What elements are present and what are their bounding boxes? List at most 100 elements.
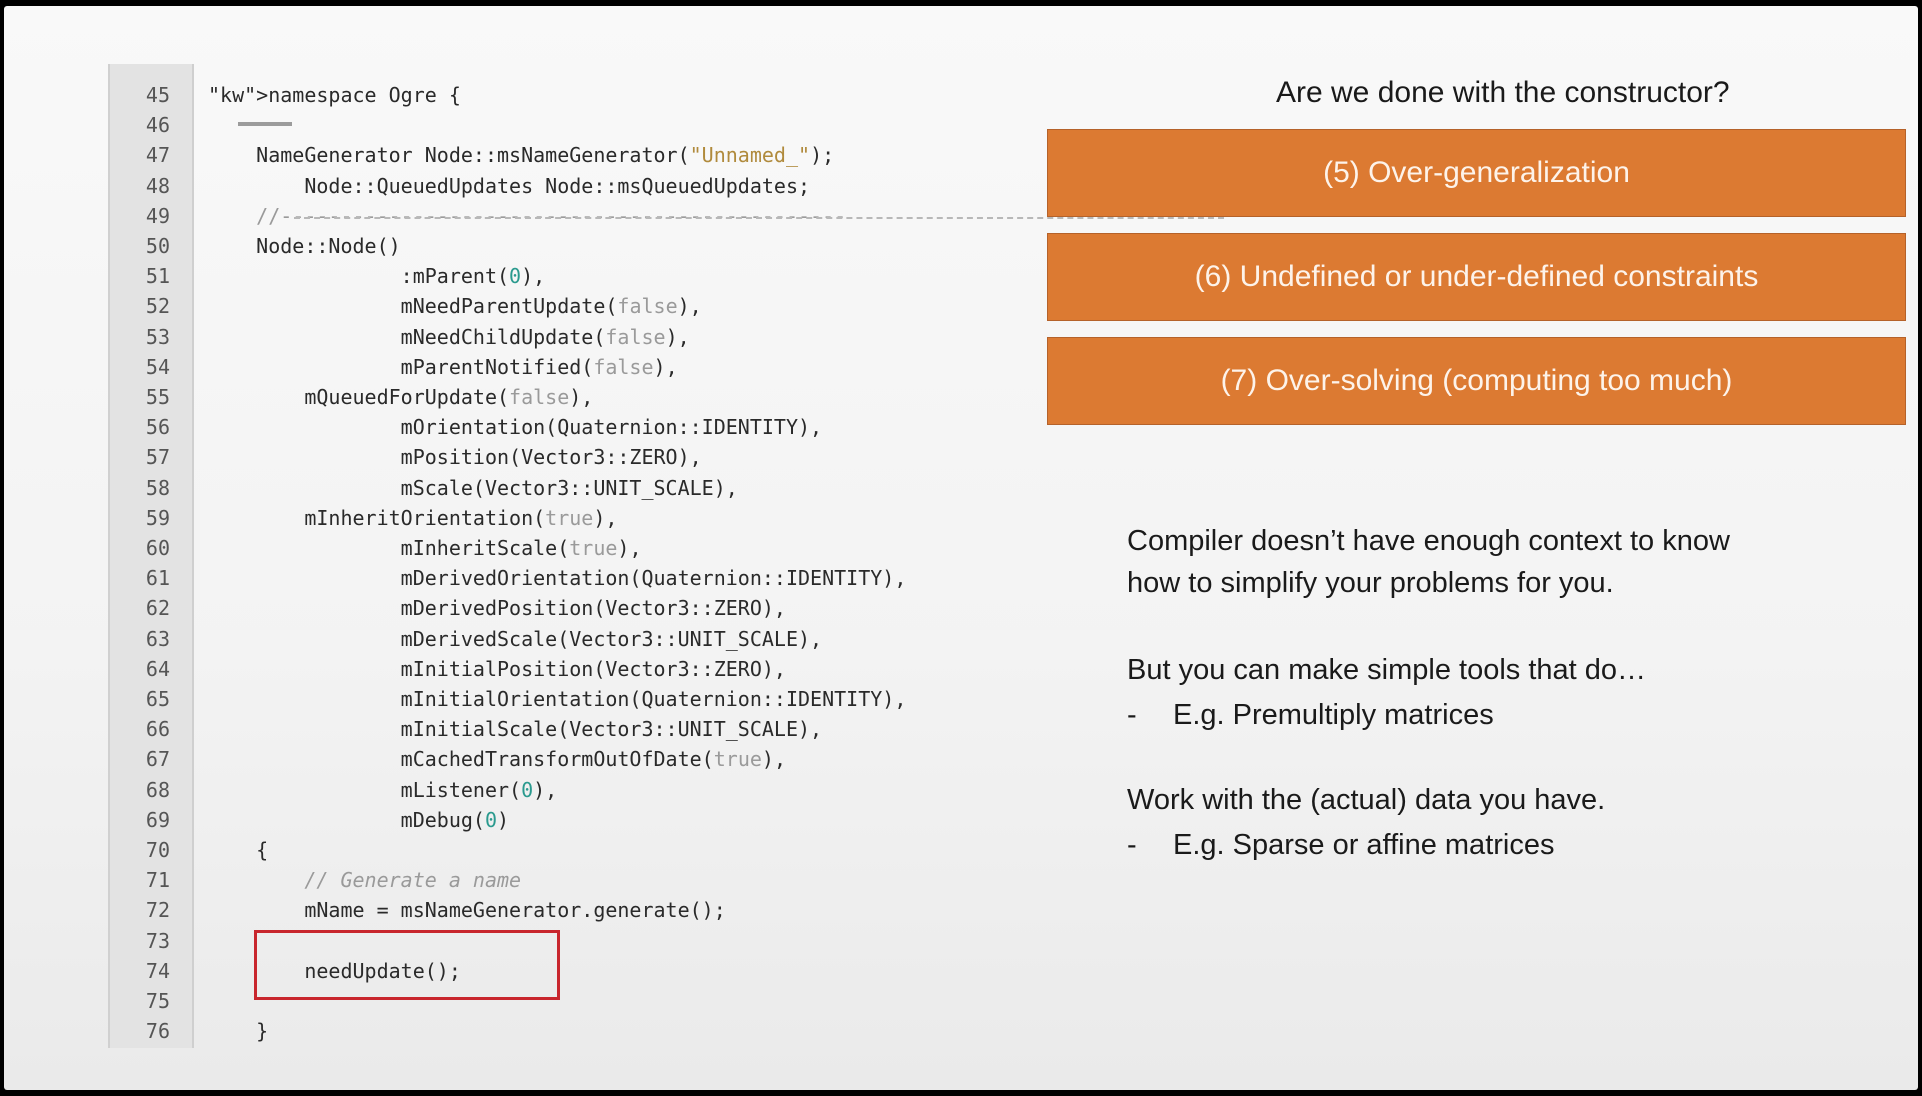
code-text: // Generate a name [208, 868, 522, 893]
code-text: mInitialScale(Vector3::UNIT_SCALE), [208, 717, 823, 742]
code-line: 65 mInitialOrientation(Quaternion::IDENT… [108, 684, 1208, 714]
bullet-dash: - [1127, 829, 1137, 861]
code-text: Node::Node() [208, 234, 401, 258]
bullet-sparse-affine: - E.g. Sparse or affine matrices [1127, 824, 1887, 866]
line-number: 72 [145, 898, 170, 923]
code-text: needUpdate(); [208, 958, 461, 983]
code-text: :mParent(0), [208, 264, 546, 289]
code-text: mInitialOrientation(Quaternion::IDENTITY… [208, 687, 907, 711]
code-text: mOrientation(Quaternion::IDENTITY), [208, 415, 823, 440]
code-text: Node::QueuedUpdates Node::msQueuedUpdate… [208, 173, 811, 198]
paragraph-compiler-context-line1: Compiler doesn’t have enough context to … [1127, 525, 1730, 557]
line-number: 71 [145, 868, 170, 893]
code-text: mPosition(Vector3::ZERO), [208, 445, 702, 470]
slide-question: Are we done with the constructor? [1276, 76, 1730, 109]
bullet-text: E.g. Sparse or affine matrices [1173, 829, 1555, 861]
code-text: mInheritScale(true), [208, 536, 642, 560]
line-number: 56 [145, 415, 170, 440]
box-over-generalization: (5) Over-generalization [1047, 129, 1906, 217]
line-number: 54 [145, 354, 170, 379]
code-line: 74 needUpdate(); [108, 956, 1208, 986]
line-number: 60 [145, 536, 170, 560]
line-number: 75 [145, 989, 170, 1013]
line-number: 73 [145, 928, 170, 953]
code-line: 56 mOrientation(Quaternion::IDENTITY), [108, 412, 1208, 442]
line-number: 50 [145, 234, 170, 258]
code-line: 64 mInitialPosition(Vector3::ZERO), [108, 654, 1208, 684]
line-number: 65 [145, 687, 170, 711]
bullet-text: E.g. Premultiply matrices [1173, 699, 1494, 731]
code-line: 46 [108, 110, 1208, 140]
code-line: 72 mName = msNameGenerator.generate(); [108, 895, 1208, 925]
code-text: mQueuedForUpdate(false), [208, 385, 594, 409]
line-number: 70 [145, 838, 170, 862]
bullet-dash: - [1127, 699, 1137, 731]
code-line: 55 mQueuedForUpdate(false), [108, 382, 1208, 412]
line-number: 68 [145, 777, 170, 802]
code-line: 73 [108, 926, 1208, 956]
code-text: mDerivedOrientation(Quaternion::IDENTITY… [208, 566, 907, 591]
code-text: NameGenerator Node::msNameGenerator("Unn… [208, 143, 835, 168]
code-text: mNeedChildUpdate(false), [208, 324, 690, 349]
code-text: mName = msNameGenerator.generate(); [208, 898, 726, 923]
line-number: 53 [145, 324, 170, 349]
code-text: mListener(0), [208, 777, 558, 802]
code-text: } [208, 1019, 269, 1044]
code-line: 61 mDerivedOrientation(Quaternion::IDENT… [108, 563, 1208, 593]
code-text: { [208, 838, 269, 862]
code-line: 52 mNeedParentUpdate(false), [108, 291, 1208, 321]
code-line: 50 Node::Node() [108, 231, 1208, 261]
code-line: 54 mParentNotified(false), [108, 352, 1208, 382]
slide-frame: 45 "kw">namespace Ogre { 46 47 NameGenerato… [4, 6, 1918, 1090]
line-number-gutter [108, 64, 194, 1048]
line-number: 45 [145, 83, 170, 107]
line-number: 48 [145, 173, 170, 198]
code-line: 58 mScale(Vector3::UNIT_SCALE), [108, 473, 1208, 503]
code-text: mCachedTransformOutOfDate(true), [208, 747, 786, 772]
code-line: 71 // Generate a name [108, 865, 1208, 895]
line-number: 61 [145, 566, 170, 591]
code-line: 59 mInheritOrientation(true), [108, 503, 1208, 533]
line-number: 51 [145, 264, 170, 289]
code-line: 67 mCachedTransformOutOfDate(true), [108, 744, 1208, 774]
code-line: 49 //-----------------------------------… [108, 201, 1208, 231]
line-number: 55 [145, 385, 170, 409]
code-text: //--------------------------------------… [208, 203, 847, 228]
code-line: 53 mNeedChildUpdate(false), [108, 322, 1208, 352]
paragraph-compiler-context-line2: how to simplify your problems for you. [1127, 567, 1614, 599]
code-line: 62 mDerivedPosition(Vector3::ZERO), [108, 593, 1208, 623]
code-line: 57 mPosition(Vector3::ZERO), [108, 442, 1208, 472]
code-text: mDerivedPosition(Vector3::ZERO), [208, 596, 786, 621]
code-line: 51 :mParent(0), [108, 261, 1208, 291]
need-update-highlight-box [254, 930, 560, 1000]
code-text: mNeedParentUpdate(false), [208, 294, 702, 319]
line-number: 67 [145, 747, 170, 772]
paragraph-simple-tools: But you can make simple tools that do… [1127, 654, 1647, 686]
code-line: 70 { [108, 835, 1208, 865]
line-number: 64 [145, 656, 170, 681]
paragraph-actual-data: Work with the (actual) data you have. [1127, 784, 1606, 816]
line-number: 57 [145, 445, 170, 470]
code-line: 68 mListener(0), [108, 775, 1208, 805]
code-line: 69 mDebug(0) [108, 805, 1208, 835]
gutter-top-edge [238, 122, 292, 126]
line-number: 76 [145, 1019, 170, 1044]
code-text: "kw">namespace Ogre { [208, 83, 461, 107]
line-number: 59 [145, 505, 170, 530]
code-line: 66 mInitialScale(Vector3::UNIT_SCALE), [108, 714, 1208, 744]
code-text: mDerivedScale(Vector3::UNIT_SCALE), [208, 626, 823, 651]
line-number: 63 [145, 626, 170, 651]
line-number: 62 [145, 596, 170, 621]
code-line: 75 [108, 986, 1208, 1016]
code-text: mInitialPosition(Vector3::ZERO), [208, 656, 786, 681]
code-line: 63 mDerivedScale(Vector3::UNIT_SCALE), [108, 624, 1208, 654]
code-line: 60 mInheritScale(true), [108, 533, 1208, 563]
line-number: 47 [145, 143, 170, 168]
box-undefined-constraints: (6) Undefined or under-defined constrain… [1047, 233, 1906, 321]
code-text: mParentNotified(false), [208, 354, 678, 379]
code-line: 45 "kw">namespace Ogre { [108, 80, 1208, 110]
code-line: 48 Node::QueuedUpdates Node::msQueuedUpd… [108, 171, 1208, 201]
line-number: 52 [145, 294, 170, 319]
code-line: 76 } [108, 1016, 1208, 1046]
line-number: 66 [145, 717, 170, 742]
